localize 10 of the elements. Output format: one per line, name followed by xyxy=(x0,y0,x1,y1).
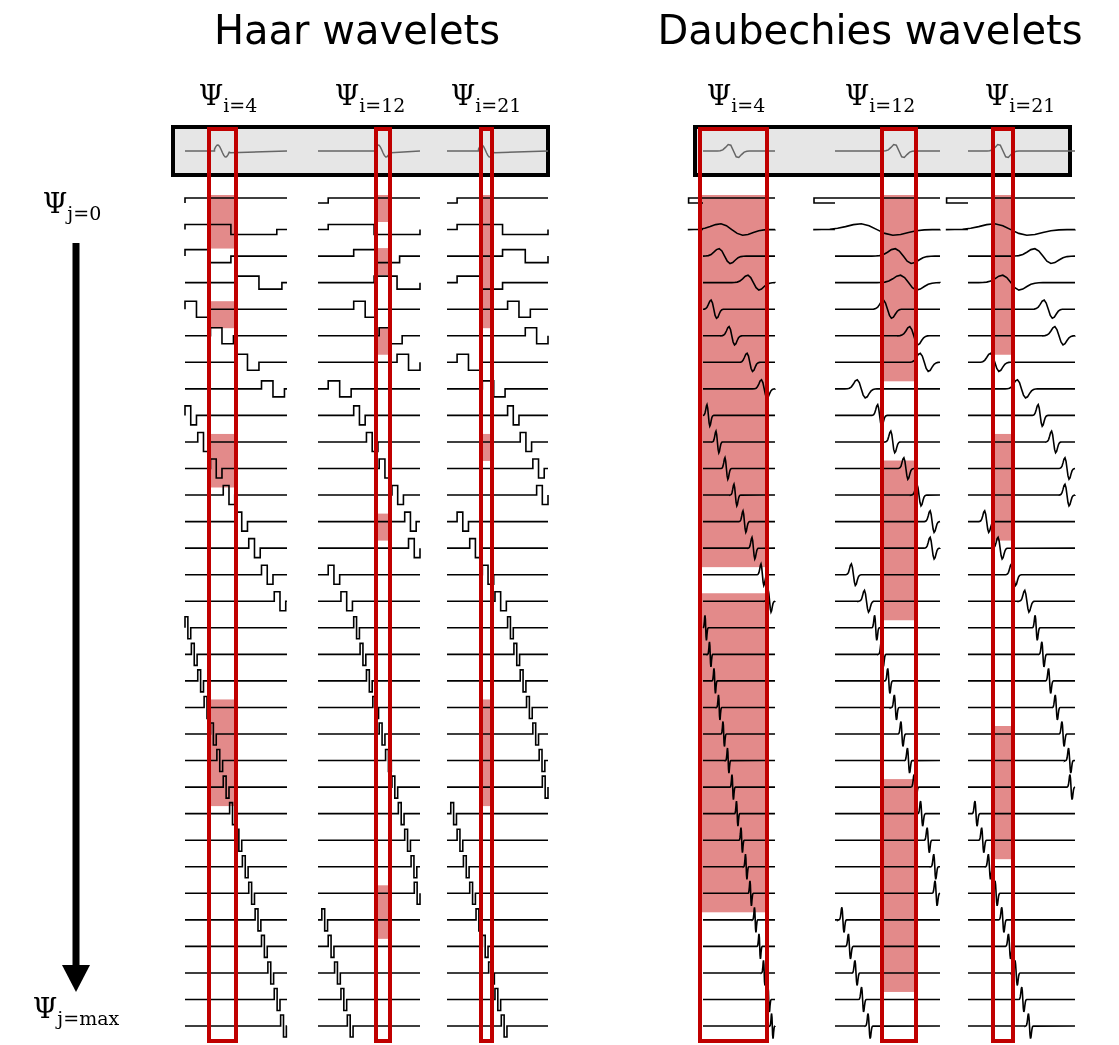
column-label: Ψ$_{i=12}$ xyxy=(844,82,916,115)
title: Haar wavelets xyxy=(214,10,500,50)
title: Daubechies wavelets xyxy=(657,10,1083,50)
row-label: Ψ$_{j=0}$ xyxy=(42,190,102,223)
column-label: Ψ$_{i=21}$ xyxy=(984,82,1056,115)
column-label: Ψ$_{i=21}$ xyxy=(450,82,522,115)
column-label: Ψ$_{i=4}$ xyxy=(706,82,766,115)
column-label: Ψ$_{i=4}$ xyxy=(198,82,258,115)
column-label: Ψ$_{i=12}$ xyxy=(334,82,406,115)
row-label: Ψ$_{j=max}$ xyxy=(32,995,120,1028)
